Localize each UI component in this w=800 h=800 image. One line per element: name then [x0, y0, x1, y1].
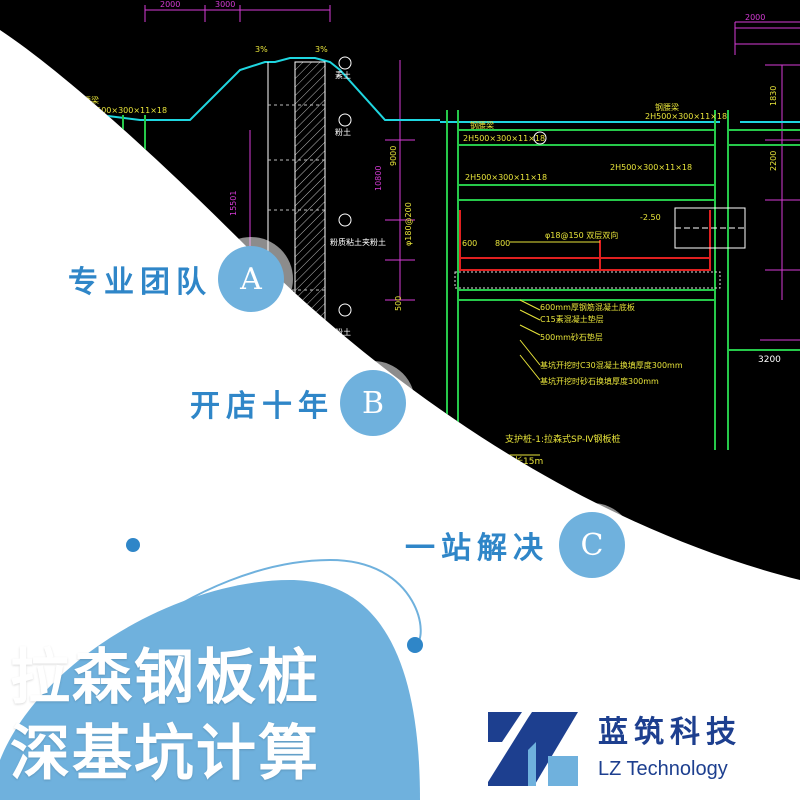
feature-label: 一站解决	[405, 531, 549, 566]
cad-label: 3%	[255, 45, 268, 54]
title-line-2: 深基坑计算	[10, 719, 320, 789]
feature-label: 专业团队	[68, 265, 212, 300]
cad-label: 素土	[335, 70, 351, 80]
brand-name-cn: 蓝筑科技	[598, 715, 742, 750]
title-background	[0, 580, 420, 800]
cad-label: 2H500×300×11×18	[645, 112, 727, 121]
cad-label: 600mm厚钢筋混凝土底板	[540, 302, 635, 312]
cad-dim: 3200	[758, 355, 781, 365]
feature-badge-b: B	[340, 370, 406, 436]
cad-dim: 2000	[160, 0, 180, 9]
cad-dim: 2200	[769, 151, 778, 171]
cad-label: 500mm砂石垫层	[540, 332, 603, 342]
cad-label: 粉土	[335, 127, 351, 137]
cad-dim: 15501	[229, 191, 238, 216]
title-line-1: 拉森钢板桩	[10, 643, 320, 713]
main-title: 拉森钢板桩 深基坑计算	[10, 640, 390, 792]
arc-dot-left	[126, 538, 140, 552]
cad-label: 3%	[315, 45, 328, 54]
brand-name-en: LZ Technology	[598, 758, 728, 780]
cad-dim: 1830	[769, 86, 778, 106]
cad-label: C15素混凝土垫层	[540, 314, 604, 324]
cad-dim: 2000	[745, 13, 765, 22]
cad-dim: 500	[394, 296, 403, 311]
cad-label: 钢腰梁	[75, 95, 99, 105]
cad-label: 基坑开挖时C30混凝土换填厚度300mm	[540, 360, 683, 370]
cad-label: 支护桩-1:拉森式SP-Ⅳ钢板桩	[505, 433, 621, 445]
cad-label: 2H500×300×11×18	[463, 134, 545, 143]
cad-dim: 9000	[389, 146, 398, 166]
brand: 蓝筑科技 LZ Technology	[488, 712, 742, 786]
cad-label: 钢腰梁	[470, 120, 494, 130]
cad-label: 钢腰梁	[655, 102, 679, 112]
cad-label: 桩长15m	[505, 455, 543, 467]
feature-professional-team: 专业团队 A	[68, 246, 284, 312]
cad-label: φ180@200	[404, 202, 413, 246]
cad-label: φ18@150 双层双向	[545, 230, 618, 240]
cad-label: -2.50	[640, 213, 661, 222]
cad-dim: 10800	[374, 166, 383, 191]
cad-label: 2H500×300×11×18	[610, 163, 692, 172]
feature-ten-years: 开店十年 B	[190, 370, 406, 436]
cad-label: 粉质粘土夹粉土	[330, 237, 386, 247]
cad-dim: 3000	[215, 0, 235, 9]
cad-label: 2H500×300×11×18	[85, 106, 167, 115]
cad-dim: 600	[462, 239, 477, 248]
cad-label: 粉土	[335, 327, 351, 337]
brand-text: 蓝筑科技 LZ Technology	[598, 715, 742, 783]
cad-dim: 800	[495, 239, 510, 248]
feature-badge-a: A	[218, 246, 284, 312]
feature-badge-c: C	[559, 512, 625, 578]
lz-monogram-icon	[488, 712, 578, 786]
feature-one-stop: 一站解决 C	[405, 512, 625, 578]
cad-label: 基坑开挖时砂石换填厚度300mm	[540, 376, 659, 386]
arc-dot-right	[407, 637, 423, 653]
feature-label: 开店十年	[190, 389, 334, 424]
cad-label: 2H500×300×11×18	[465, 173, 547, 182]
